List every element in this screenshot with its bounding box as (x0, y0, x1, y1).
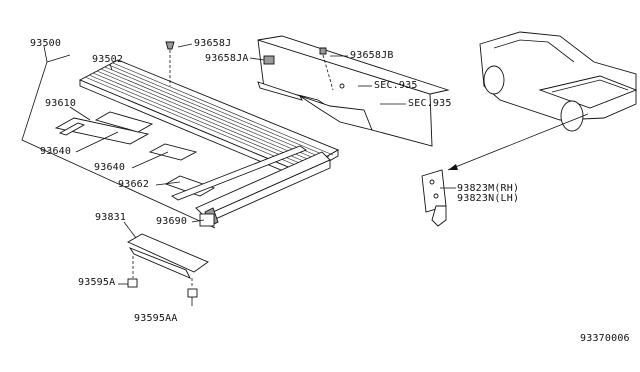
label-93658JA: 93658JA (205, 53, 249, 64)
bracket-93831 (127, 233, 209, 306)
leader-lines (69, 43, 456, 285)
bolt-93595AA (187, 288, 198, 298)
truck-illustration (447, 31, 638, 171)
side-panel (257, 35, 450, 147)
label-93502: 93502 (92, 54, 124, 65)
label-93823M: 93823M(RH) (457, 183, 520, 194)
label-sec935-upper: SEC.935 (374, 80, 418, 91)
label-93658J: 93658J (194, 38, 232, 49)
clip-93658JA (263, 55, 275, 65)
diagram-reference-number: 93370006 (580, 333, 630, 344)
label-93640-right: 93640 (94, 162, 126, 173)
clip-93658J (165, 41, 175, 50)
label-93595AA: 93595AA (134, 313, 178, 324)
bed-floor-assembly (21, 41, 340, 229)
cross-member-93640a (94, 111, 154, 133)
label-93690: 93690 (156, 216, 188, 227)
hinge-93823 (421, 169, 447, 227)
label-93595A: 93595A (78, 277, 116, 288)
label-sec935-lower: SEC.935 (408, 98, 452, 109)
clip-93658JB (319, 47, 327, 55)
label-93658JB: 93658JB (350, 50, 394, 61)
label-93823N: 93823N(LH) (457, 193, 520, 204)
bolt-93595A (127, 278, 138, 288)
label-93610: 93610 (45, 98, 77, 109)
label-93500: 93500 (30, 38, 62, 49)
label-93640-left: 93640 (40, 146, 72, 157)
floor-ribs (84, 62, 334, 170)
label-93831: 93831 (95, 212, 127, 223)
label-93662: 93662 (118, 179, 150, 190)
cross-member-93640b (148, 143, 198, 161)
